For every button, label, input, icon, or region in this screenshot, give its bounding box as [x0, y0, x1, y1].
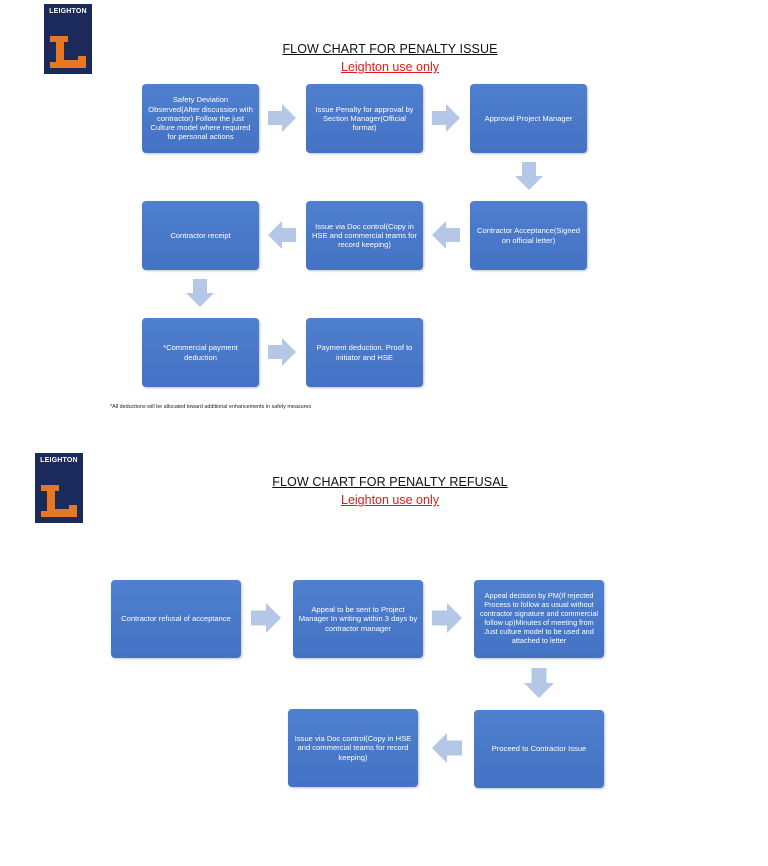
refusal-chart-subtitle: Leighton use only: [341, 493, 439, 507]
arrow-left-icon: [268, 221, 296, 249]
arrow-right-icon: [432, 603, 462, 633]
refusal-step-4-box: Proceed to Contractor Issue: [474, 710, 604, 788]
issue-step-5-box: Issue via Doc control(Copy in HSE and co…: [306, 201, 423, 270]
issue-chart-title: FLOW CHART FOR PENALTY ISSUE: [282, 42, 498, 56]
issue-chart-subtitle: Leighton use only: [341, 60, 439, 74]
issue-step-7-box: *Commercial payment deduction: [142, 318, 259, 387]
leighton-logo: LEIGHTON: [44, 4, 92, 74]
refusal-step-3-box: Appeal decision by PM(If rejected Proces…: [474, 580, 604, 658]
logo-mark-icon: [41, 485, 77, 517]
arrow-down-icon: [524, 668, 554, 698]
issue-chart-footnote: *All deductions will be allocated toward…: [110, 404, 312, 410]
refusal-chart-title: FLOW CHART FOR PENALTY REFUSAL: [272, 475, 508, 489]
logo-mark-icon: [50, 36, 86, 68]
issue-step-6-box: Contractor receipt: [142, 201, 259, 270]
arrow-down-icon: [186, 279, 214, 307]
issue-step-4-box: Contractor Acceptance(Signed on official…: [470, 201, 587, 270]
issue-step-1-box: Safety Deviation Observed(After discussi…: [142, 84, 259, 153]
issue-step-8-box: Payment deduction. Proof to initiator an…: [306, 318, 423, 387]
logo-text: LEIGHTON: [49, 8, 87, 15]
refusal-step-1-box: Contractor refusal of acceptance: [111, 580, 241, 658]
arrow-left-icon: [432, 733, 462, 763]
arrow-right-icon: [432, 104, 460, 132]
arrow-right-icon: [268, 338, 296, 366]
arrow-left-icon: [432, 221, 460, 249]
leighton-logo: LEIGHTON: [35, 453, 83, 523]
arrow-right-icon: [268, 104, 296, 132]
logo-text: LEIGHTON: [40, 457, 78, 464]
arrow-down-icon: [515, 162, 543, 190]
issue-step-2-box: Issue Penalty for approval by Section Ma…: [306, 84, 423, 153]
refusal-step-2-box: Appeal to be sent to Project Manager In …: [293, 580, 423, 658]
issue-step-3-box: Approval Project Manager: [470, 84, 587, 153]
refusal-step-5-box: Issue via Doc control(Copy in HSE and co…: [288, 709, 418, 787]
arrow-right-icon: [251, 603, 281, 633]
